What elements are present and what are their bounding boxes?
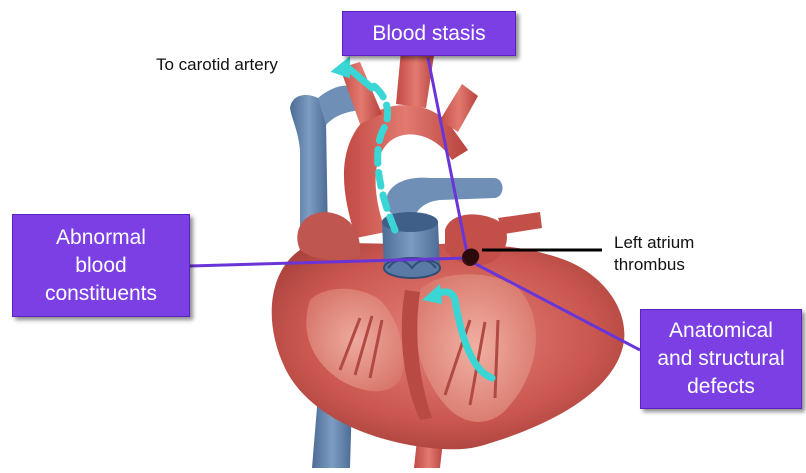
- blood-stasis-text: Blood stasis: [372, 20, 485, 48]
- abnormal-blood-label: Abnormal blood constituents: [12, 214, 190, 317]
- anatomical-defects-text: Anatomical and structural defects: [657, 317, 784, 401]
- anatomical-defects-label: Anatomical and structural defects: [640, 309, 802, 409]
- carotid-label: To carotid artery: [156, 54, 278, 76]
- blood-stasis-label: Blood stasis: [342, 11, 516, 56]
- abnormal-blood-text: Abnormal blood constituents: [45, 224, 157, 308]
- left-atrium-thrombus-label: Left atrium thrombus: [614, 232, 694, 276]
- pulmonary-vein: [498, 212, 542, 234]
